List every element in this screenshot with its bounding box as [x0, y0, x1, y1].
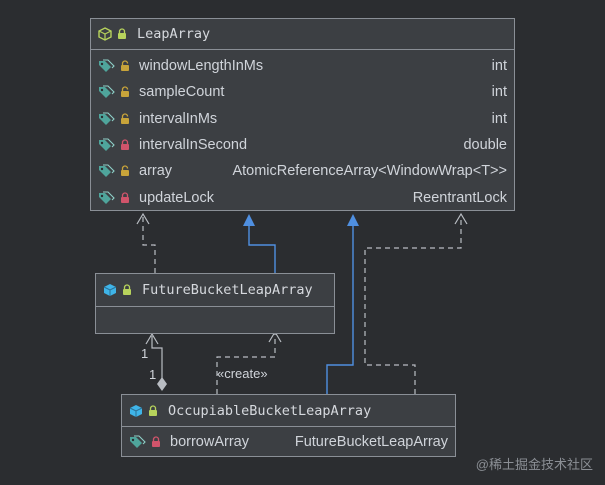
- field-tag-icon: [130, 435, 146, 449]
- field-type: int: [491, 84, 507, 101]
- field-name: array: [139, 163, 173, 180]
- field-type: int: [491, 110, 507, 127]
- dependency-occupiable-to-leap: [364, 212, 468, 394]
- field-tag-icon: [99, 138, 115, 152]
- realization-future-to-leap: [243, 214, 276, 273]
- field-type: AtomicReferenceArray<WindowWrap<T>>: [232, 163, 507, 180]
- abstract-class-icon: [98, 27, 112, 41]
- field-name: borrowArray: [170, 434, 249, 451]
- class-header: LeapArray: [91, 19, 514, 50]
- field-type: FutureBucketLeapArray: [294, 434, 448, 451]
- field-row[interactable]: windowLengthInMs int: [91, 53, 514, 79]
- lock-open-icon: [149, 404, 157, 416]
- field-row[interactable]: borrowArray FutureBucketLeapArray: [122, 429, 455, 455]
- field-tag-icon: [99, 164, 115, 178]
- field-tag-icon: [99, 59, 115, 73]
- field-name: windowLengthInMs: [139, 58, 264, 75]
- field-row[interactable]: updateLock ReentrantLock: [91, 184, 514, 210]
- field-list: borrowArray FutureBucketLeapArray: [122, 427, 455, 455]
- field-type: double: [463, 137, 507, 154]
- field-row[interactable]: sampleCount int: [91, 79, 514, 105]
- field-name: intervalInSecond: [139, 137, 248, 154]
- field-tag-icon: [99, 85, 115, 99]
- lock-open-icon: [118, 28, 126, 39]
- class-name: FutureBucketLeapArray: [142, 282, 313, 298]
- field-name: intervalInMs: [139, 110, 218, 127]
- empty-field-section: [96, 307, 334, 331]
- class-header: OccupiableBucketLeapArray: [122, 395, 455, 427]
- class-name: LeapArray: [137, 26, 211, 42]
- field-type: ReentrantLock: [412, 189, 507, 206]
- field-name: updateLock: [139, 189, 214, 206]
- class-icon: [129, 404, 143, 417]
- lock-open-icon: [121, 60, 129, 72]
- field-row[interactable]: intervalInSecond double: [91, 132, 514, 158]
- multiplicity-label-bottom: 1: [149, 367, 157, 382]
- class-box-future-bucket-leap-array[interactable]: FutureBucketLeapArray: [95, 273, 335, 334]
- field-type: int: [491, 58, 507, 75]
- create-dependency: [216, 330, 282, 394]
- field-name: sampleCount: [139, 84, 225, 101]
- realization-occupiable-to-leap: [326, 214, 359, 394]
- class-header: FutureBucketLeapArray: [96, 274, 334, 307]
- class-name: OccupiableBucketLeapArray: [168, 402, 372, 419]
- dependency-future-to-leap: [136, 212, 156, 273]
- watermark: @稀土掘金技术社区: [475, 457, 593, 472]
- lock-closed-icon: [121, 191, 129, 203]
- composition-borrow-array: [145, 332, 167, 391]
- field-row[interactable]: intervalInMs int: [91, 106, 514, 132]
- field-row[interactable]: array AtomicReferenceArray<WindowWrap<T>>: [91, 158, 514, 184]
- lock-open-icon: [121, 86, 129, 98]
- lock-open-icon: [123, 284, 131, 295]
- multiplicity-label-top: 1: [141, 346, 149, 361]
- class-box-occupiable-bucket-leap-array[interactable]: OccupiableBucketLeapArray borrowArray Fut…: [121, 394, 456, 457]
- create-stereotype-label: «create»: [217, 366, 268, 381]
- lock-closed-icon: [121, 139, 129, 151]
- lock-open-icon: [121, 113, 129, 124]
- lock-closed-icon: [152, 436, 160, 448]
- lock-open-icon: [121, 165, 129, 177]
- class-icon: [103, 284, 117, 296]
- field-tag-icon: [99, 191, 115, 204]
- field-tag-icon: [99, 112, 115, 125]
